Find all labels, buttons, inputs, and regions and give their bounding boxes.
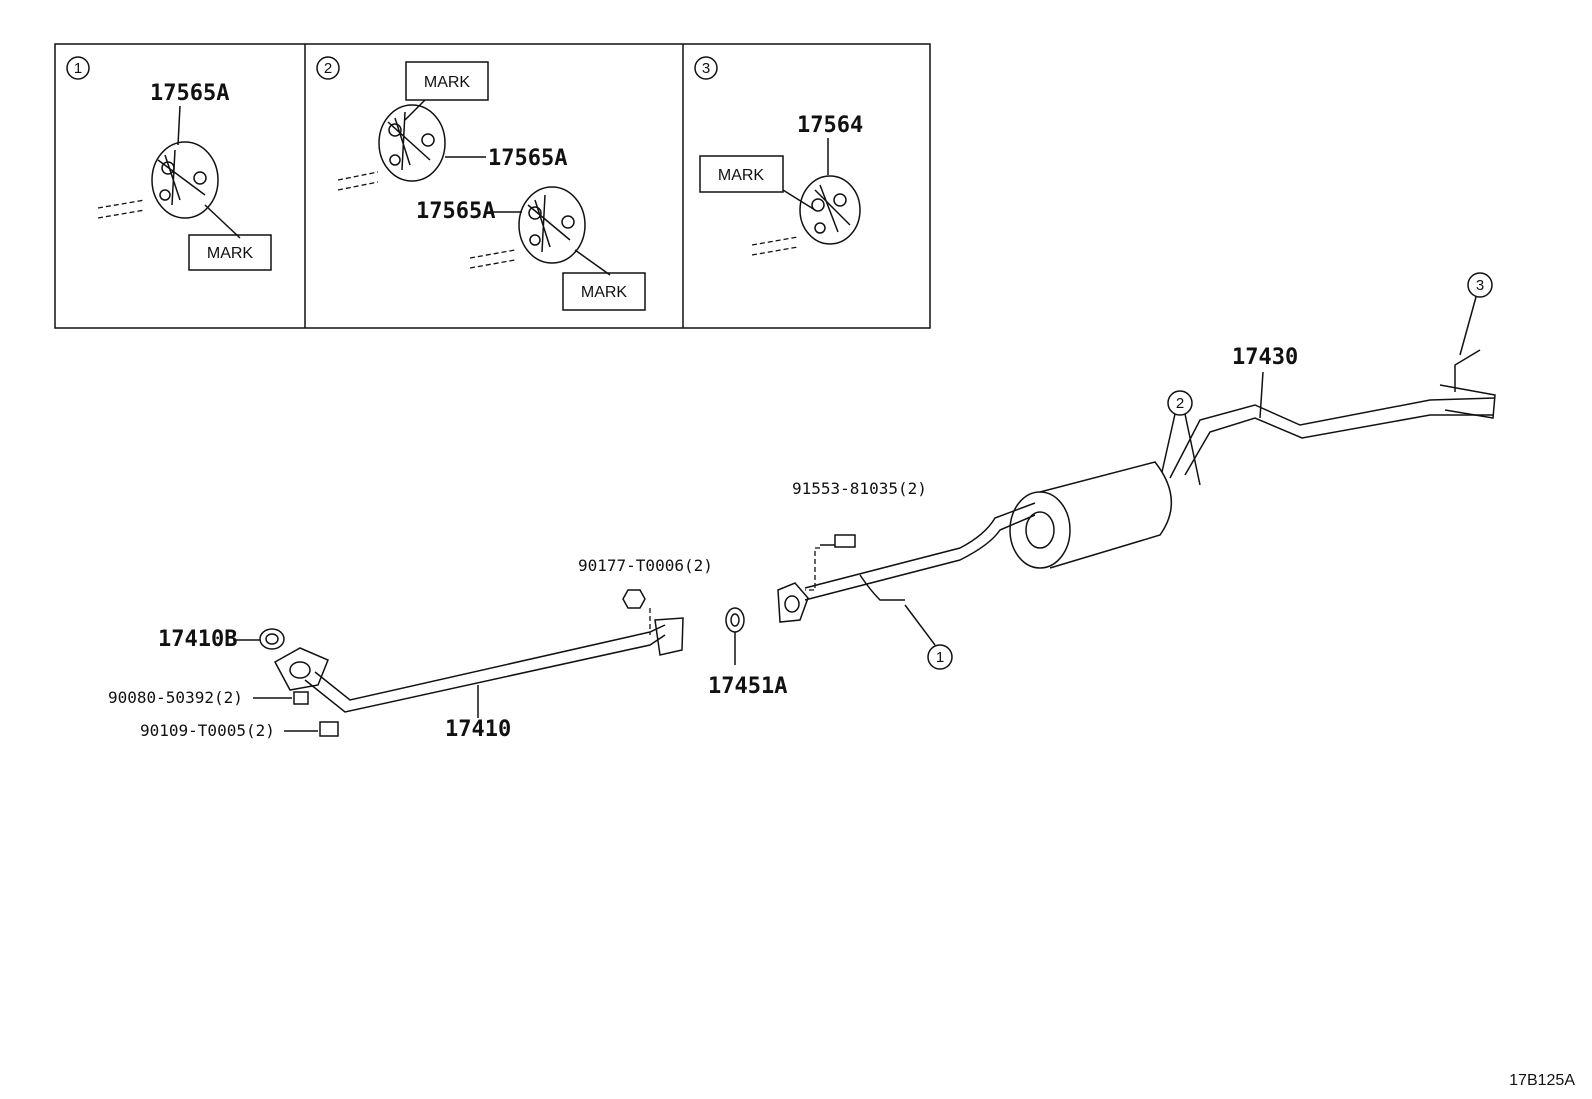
rubber-hanger-icon-upper xyxy=(378,104,446,182)
diagram-code: 17B125A xyxy=(1509,1072,1575,1089)
inset-2: 2 MARK 17565A 17565A MARK xyxy=(316,56,646,311)
rubber-hanger-icon xyxy=(799,175,861,245)
svg-text:1: 1 xyxy=(936,649,944,666)
inset-1: 1 17565A MARK xyxy=(66,56,272,271)
inset-3-number: 3 xyxy=(702,60,710,77)
rubber-hanger-icon xyxy=(151,141,219,219)
front-pipe-17410: 17410 xyxy=(273,617,684,742)
inset-panel xyxy=(54,43,931,329)
svg-text:2: 2 xyxy=(1176,395,1184,412)
stud-90109: 90109-T0005(2) xyxy=(140,721,339,740)
label-17430: 17430 xyxy=(1232,345,1298,370)
label-17451A: 17451A xyxy=(708,674,787,699)
ref-callout-2: 2 xyxy=(1161,390,1201,486)
nut-90177: 90177-T0006(2) xyxy=(578,556,713,635)
inset-3: 3 17564 MARK xyxy=(694,56,863,256)
inset-3-mark-label: MARK xyxy=(718,167,765,184)
label-90080: 90080-50392(2) xyxy=(108,688,243,707)
label-17410B: 17410B xyxy=(158,627,237,652)
rubber-hanger-icon-lower xyxy=(518,186,586,264)
inset-1-number: 1 xyxy=(74,60,82,77)
label-17410: 17410 xyxy=(445,717,511,742)
inset-2-part-label-upper: 17565A xyxy=(488,146,567,171)
ref-callout-3: 3 xyxy=(1459,272,1493,356)
gasket-17410B: 17410B xyxy=(158,627,285,652)
label-90177: 90177-T0006(2) xyxy=(578,556,713,575)
svg-text:3: 3 xyxy=(1476,277,1484,294)
inset-1-mark-label: MARK xyxy=(207,245,254,262)
bolt-91553: 91553-81035(2) xyxy=(792,479,927,591)
center-exhaust-17430: 17430 xyxy=(777,345,1496,623)
inset-2-part-label-lower: 17565A xyxy=(416,199,495,224)
inset-2-number: 2 xyxy=(324,60,332,77)
gasket-17451A: 17451A xyxy=(708,607,787,699)
bolt-90080: 90080-50392(2) xyxy=(108,688,309,707)
inset-1-part-label: 17565A xyxy=(150,81,229,106)
label-90109: 90109-T0005(2) xyxy=(140,721,275,740)
label-91553: 91553-81035(2) xyxy=(792,479,927,498)
inset-3-part-label: 17564 xyxy=(797,113,863,138)
inset-2-mark-label-top: MARK xyxy=(424,74,471,91)
inset-2-mark-label-bottom: MARK xyxy=(581,284,628,301)
ref-callout-1: 1 xyxy=(904,604,953,670)
